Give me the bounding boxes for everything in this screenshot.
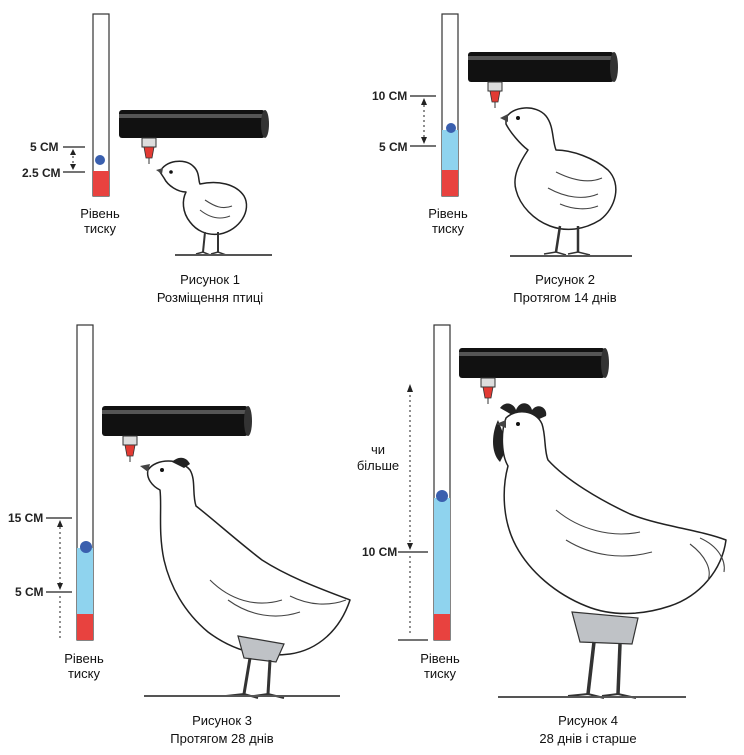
caption-title-3: Рисунок 3 [192,713,252,728]
chick-2 [500,107,617,256]
water-pipe-2 [468,52,618,82]
pressure-label-1b: тиску [84,221,117,236]
float-ball-4 [436,490,448,502]
pressure-label-4a: Рівень [420,651,460,666]
pressure-tube-1 [92,13,110,197]
pressure-tube-3 [76,324,94,641]
float-ball-3 [80,541,92,553]
water-level-3 [77,548,93,614]
pressure-label-3a: Рівень [64,651,104,666]
mark-5cm-2: 5 СМ [379,140,408,154]
nipple-drinker-3 [122,435,138,462]
pressure-label-2b: тиску [432,221,465,236]
caption-title-1: Рисунок 1 [180,272,240,287]
pressure-label-2a: Рівень [428,206,468,221]
water-pipe-4 [459,348,609,378]
nipple-drinker-4 [480,377,496,404]
mark-10cm-4: 10 СМ [362,545,397,559]
float-ball-2 [446,123,456,133]
water-pipe-3 [102,406,252,436]
mark-5cm-3: 5 СМ [15,585,44,599]
water-level-2 [442,130,458,170]
float-ball-1 [95,155,105,165]
mark-5cm: 5 СМ [30,140,59,154]
hen-3 [140,457,351,699]
panel-2: 10 СМ 5 СМ Рівень тиску Рисунок 2 [372,13,632,305]
pressure-label-1a: Рівень [80,206,120,221]
pressure-label-3b: тиску [68,666,101,681]
mark-10cm-2: 10 СМ [372,89,407,103]
caption-title-4: Рисунок 4 [558,713,618,728]
caption-subtitle-1: Розміщення птиці [157,290,263,305]
caption-subtitle-2: Протягом 14 днів [513,290,616,305]
chick-1 [156,160,248,256]
mark-15cm-3: 15 СМ [8,511,43,525]
red-level-1 [93,171,109,196]
mark-2-5cm: 2.5 СМ [22,166,61,180]
caption-subtitle-3: Протягом 28 днів [170,731,273,746]
water-pipe-1 [119,110,269,138]
panel-3: 15 СМ 5 СМ Рівень тиску [8,324,351,746]
water-level-4 [434,498,450,614]
caption-title-2: Рисунок 2 [535,272,595,287]
or-more-label-b: більше [357,458,399,473]
rooster-4 [493,403,727,699]
pressure-label-4b: тиску [424,666,457,681]
panel-4: 10 СМ чи більше Рівень тиску [357,324,727,746]
red-level-4 [434,614,450,640]
nipple-drinker-1 [141,137,157,164]
red-level-2 [442,170,458,196]
red-level-3 [77,614,93,640]
caption-subtitle-4: 28 днів і старше [539,731,636,746]
pressure-tube-2 [441,13,459,197]
panel-1: 5 СМ 2.5 СМ Рівень тиску Рисунок 1 Ро [22,13,272,305]
pressure-tube-4 [433,324,451,641]
nipple-drinker-2 [487,81,503,108]
or-more-label-a: чи [371,442,385,457]
